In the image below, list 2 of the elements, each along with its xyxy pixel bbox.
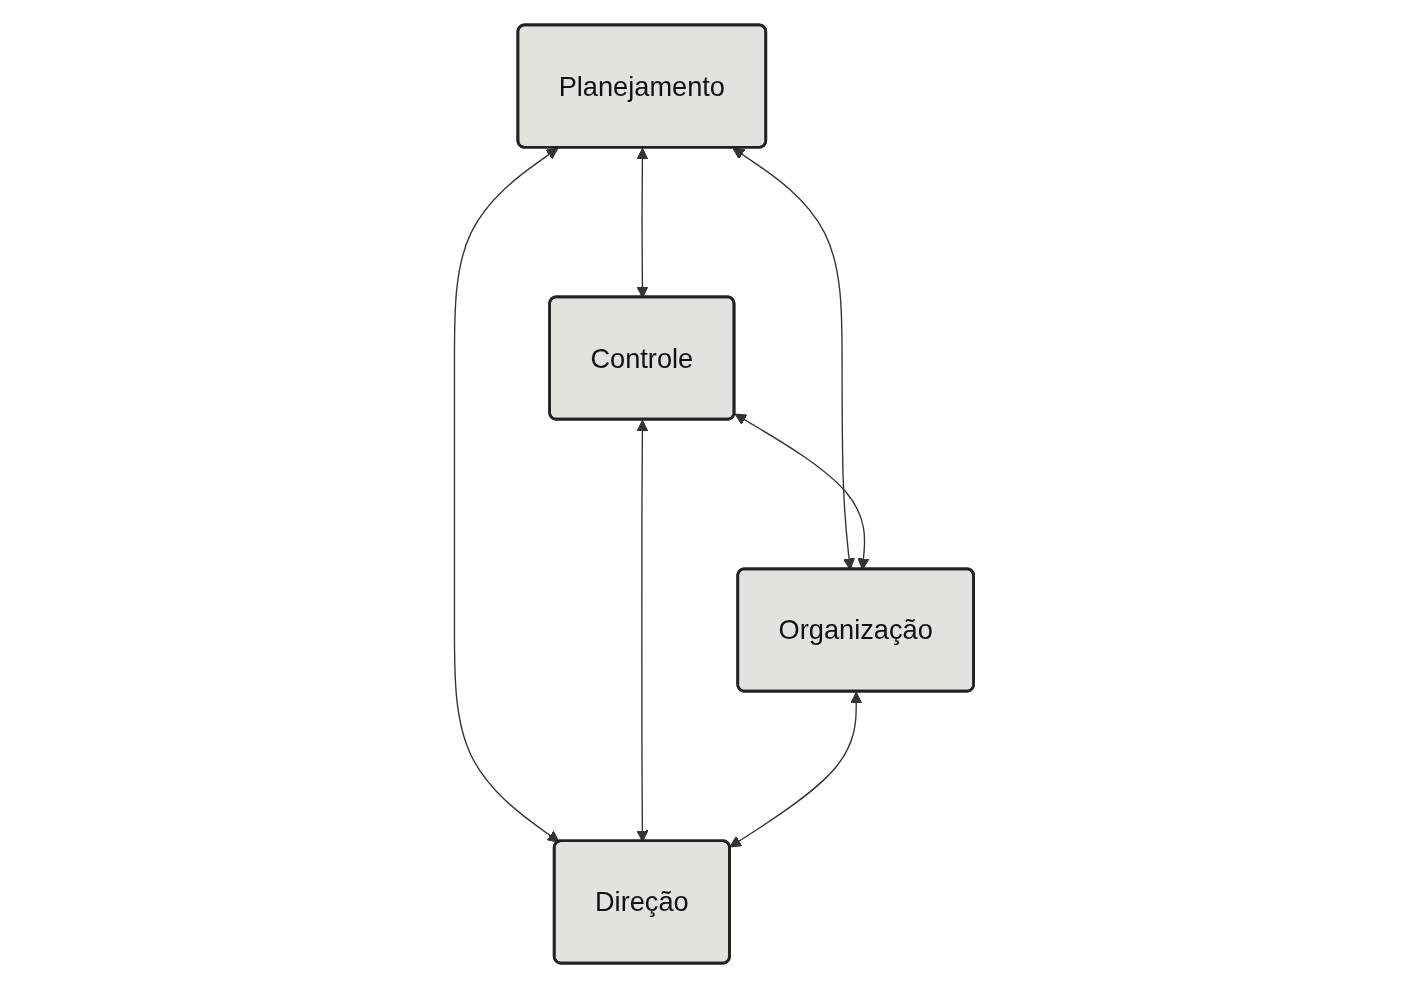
arrow xyxy=(729,691,862,847)
arrow xyxy=(453,147,559,843)
